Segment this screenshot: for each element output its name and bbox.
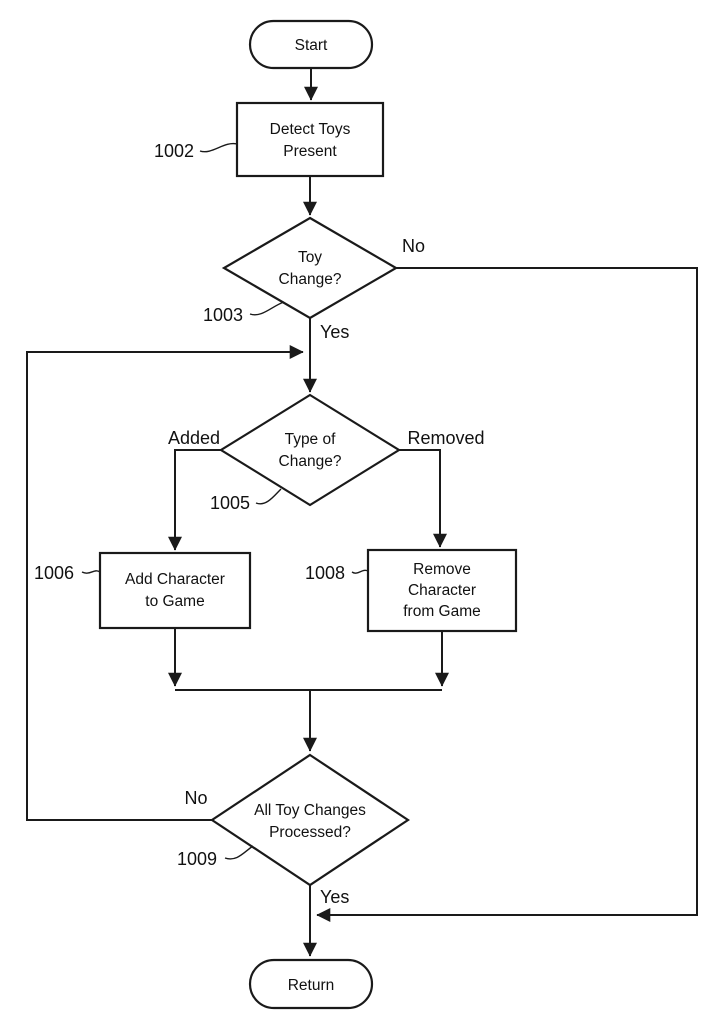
all-processed-label-line1: All Toy Changes xyxy=(254,802,366,819)
detect-toys-label-line2: Present xyxy=(283,143,337,160)
flow-connectors xyxy=(26,68,698,957)
node-labels: Start Detect Toys Present Toy Change? Ty… xyxy=(125,37,481,994)
remove-character-label-line3: from Game xyxy=(403,603,481,620)
ref-1008-leader xyxy=(351,569,369,574)
ref-1005-leader xyxy=(255,488,282,505)
start-terminator xyxy=(248,19,374,70)
all-processed-no-label: No xyxy=(184,788,207,808)
remove-character-process xyxy=(366,548,518,633)
edge-labels: No Yes Added Removed No Yes xyxy=(168,236,485,907)
return-terminator xyxy=(248,958,374,1010)
type-of-change-label-line1: Type of xyxy=(285,431,337,448)
all-changes-processed-decision xyxy=(210,753,410,887)
toy-change-label-line1: Toy xyxy=(298,249,322,266)
ref-1006-leader xyxy=(81,570,101,574)
edge-all-processed-no-loop xyxy=(26,345,304,821)
all-processed-yes-label: Yes xyxy=(320,887,349,907)
return-label: Return xyxy=(288,977,335,994)
remove-character-label-line2: Character xyxy=(408,582,476,599)
add-character-label-line2: to Game xyxy=(145,593,204,610)
detect-toys-label-line1: Detect Toys xyxy=(270,121,351,138)
add-character-process xyxy=(98,551,252,630)
edge-type-added xyxy=(168,449,221,551)
toy-change-decision xyxy=(221,216,399,320)
ref-1003-leader xyxy=(249,301,285,316)
toy-change-yes-label: Yes xyxy=(320,322,349,342)
type-removed-label: Removed xyxy=(407,428,484,448)
ref-numbers: 1002 1003 1005 1006 1008 1009 xyxy=(34,141,345,869)
detect-toys-process xyxy=(235,101,385,178)
flow-nodes xyxy=(98,19,518,1010)
ref-1003: 1003 xyxy=(203,305,243,325)
ref-1009: 1009 xyxy=(177,849,217,869)
remove-character-label-line1: Remove xyxy=(413,561,471,578)
ref-1005: 1005 xyxy=(210,493,250,513)
ref-1002: 1002 xyxy=(154,141,194,161)
ref-1002-leader xyxy=(199,142,238,153)
edge-toy-change-no xyxy=(316,267,698,922)
type-added-label: Added xyxy=(168,428,220,448)
toy-change-label-line2: Change? xyxy=(279,271,342,288)
type-of-change-label-line2: Change? xyxy=(279,453,342,470)
all-processed-label-line2: Processed? xyxy=(269,824,351,841)
type-of-change-decision xyxy=(218,393,402,507)
edge-type-removed xyxy=(399,449,447,548)
ref-1006: 1006 xyxy=(34,563,74,583)
ref-leaders xyxy=(81,142,369,860)
ref-1008: 1008 xyxy=(305,563,345,583)
add-character-label-line1: Add Character xyxy=(125,571,225,588)
toy-change-no-label: No xyxy=(402,236,425,256)
ref-1009-leader xyxy=(224,845,254,860)
start-label: Start xyxy=(295,37,328,54)
